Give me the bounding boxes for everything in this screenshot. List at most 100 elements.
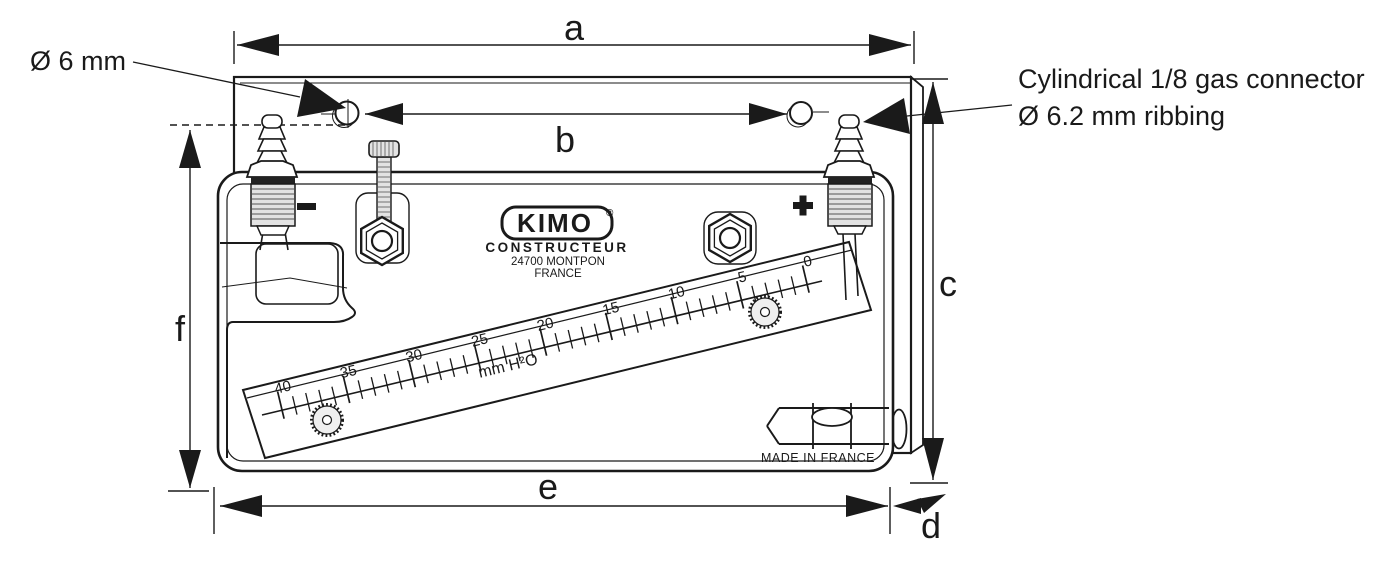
body-inner-edge [226,183,885,462]
scale-minor-tick [291,396,298,415]
leader-arrow [297,79,346,117]
scale-minor-tick [383,373,390,393]
scale-major-tick [736,281,745,309]
dimension-a: a [233,7,915,64]
plus-sign [793,195,813,216]
connector-seal [828,177,872,184]
scale-minor-tick [725,292,731,311]
scale-minor-tick [580,326,587,346]
logo-subtitle: CONSTRUCTEUR [485,240,628,255]
logo-frame [500,205,614,241]
minus-sign [297,203,316,210]
barb-tip [838,114,860,129]
liquid-level-line [221,277,348,289]
scale-minor-tick [318,389,324,409]
hose-connector-plus[interactable] [822,114,876,301]
dimension-e: e [213,466,891,534]
connector-note-line2: Ø 6.2 mm ribbing [1018,101,1225,131]
kimo-logo: KIMO ® CONSTRUCTEUR 24700 MONTPON FRANCE [485,205,628,280]
logo-address: 24700 MONTPON [511,256,605,268]
back-plate-side-face [910,75,924,455]
scale-minor-tick [620,317,626,337]
scale-minor-tick [305,392,311,412]
barb-tip [261,114,283,129]
dimension-d: d [893,494,946,546]
brand-name: KIMO [517,208,593,238]
hex-bolt-left [360,215,404,267]
dimension-e-label: e [538,466,558,507]
scale-minor-tick [423,364,429,384]
scale-minor-tick [488,348,495,368]
scale-tick-label: 5 [736,268,748,286]
scale-minor-tick [515,342,521,362]
scale-major-tick [342,375,351,404]
connector-flange [245,160,299,178]
scale-minor-tick [357,380,364,400]
thumbwheel-right[interactable] [748,295,782,329]
scale-minor-tick [567,329,574,349]
scale-minor-tick [462,355,469,374]
hex-bolt-right [703,211,757,265]
scale-minor-tick [711,295,718,314]
scale-tick-label: 20 [535,314,555,334]
mounting-hole-right [786,101,829,128]
tube-line [854,233,859,297]
connector-thread [827,183,873,227]
scale-minor-tick [593,323,600,343]
scale-minor-tick [659,307,666,327]
scale-major-tick [801,265,810,293]
thumbwheel-left[interactable] [310,403,344,437]
screw-head-knurling [372,142,394,156]
leader-arrow [863,98,910,134]
hose-connector-minus[interactable] [245,114,299,236]
dimension-d-label: d [921,505,941,546]
spirit-level [766,403,889,449]
scale-band [241,240,873,460]
connector-note-line1: Cylindrical 1/8 gas connector [1018,64,1365,94]
tube-line [842,233,847,301]
scale-minor-tick [777,279,784,299]
hole-diameter-note: Ø 6 mm [30,46,346,117]
dimension-f-label: f [175,308,186,349]
scale-major-tick [407,359,417,388]
scale-tick-label: 10 [666,283,686,303]
reservoir-notch [220,242,356,458]
screw-knurled-head [368,140,400,158]
scale-major-tick [473,344,482,372]
scale-major-tick [604,312,614,341]
scale-minor-tick [501,345,508,365]
scale-minor-tick [633,314,639,333]
scale-minor-tick [685,301,692,321]
dimension-b: b [365,103,787,160]
registered-mark: ® [606,208,614,219]
connector-note: Cylindrical 1/8 gas connector Ø 6.2 mm r… [863,64,1365,134]
scale-tick-label: 30 [404,346,424,366]
dimension-c-label: c [939,263,957,304]
scale-major-tick [670,296,679,325]
hole-note-text: Ø 6 mm [30,46,126,76]
scale-minor-tick [646,310,653,330]
scale-minor-tick [449,358,456,377]
connector-flange [822,160,876,178]
made-in-label: MADE IN FRANCE [761,451,875,465]
scale-major-tick [276,391,285,419]
logo-country: FRANCE [534,268,582,280]
screw-threads [378,161,390,218]
dimension-b-label: b [555,119,575,160]
scale-tick-label: 35 [338,362,358,382]
scale-minor-tick [370,377,377,396]
scale-major-tick [539,328,548,356]
scale-minor-tick [396,370,403,390]
scale-tick-label: 25 [470,330,490,350]
connector-thread [250,183,296,227]
scale-minor-tick [698,298,705,318]
scale-minor-tick [436,361,443,381]
scale-tube-line [246,249,853,399]
dimension-a-label: a [564,7,585,48]
scale-minor-tick [790,276,797,296]
scale-tick-label: 15 [601,299,621,319]
reservoir-tank [255,243,339,305]
